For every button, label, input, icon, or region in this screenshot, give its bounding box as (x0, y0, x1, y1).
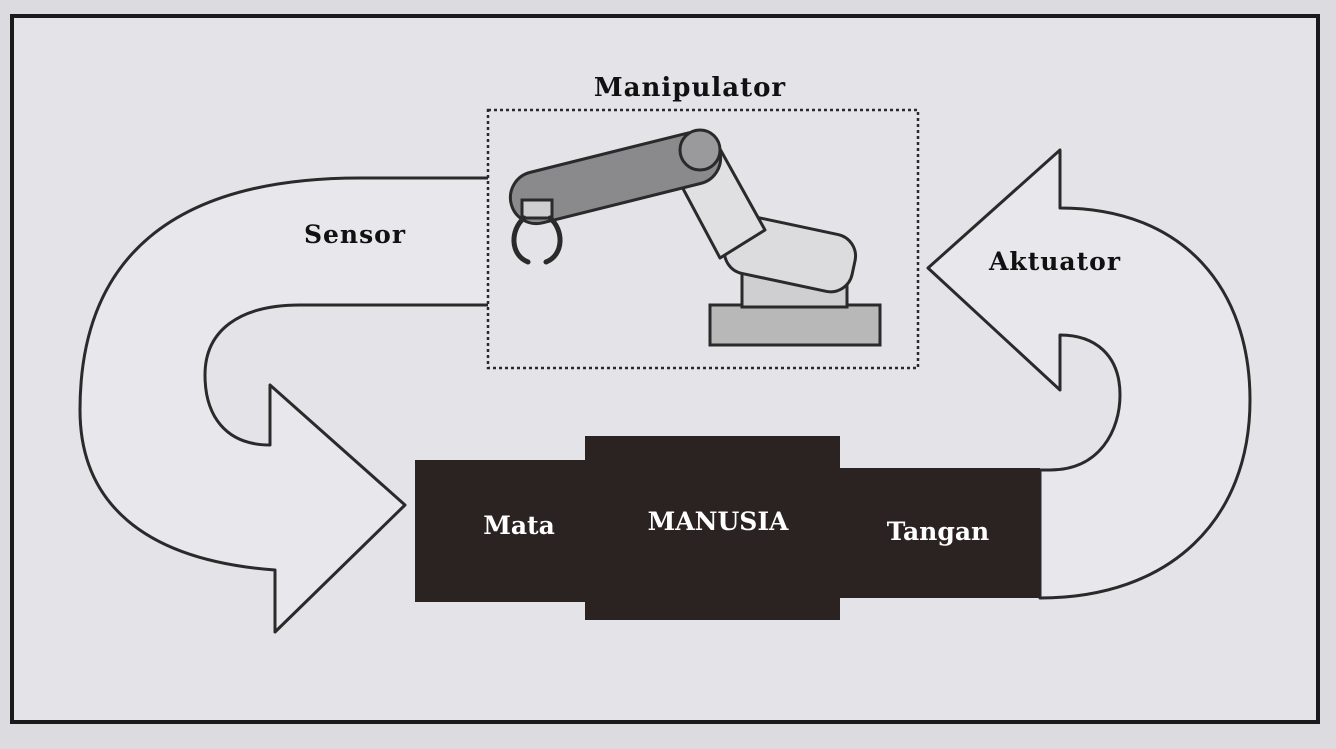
sensor-label: Sensor (304, 220, 406, 249)
robot-arm-icon (508, 128, 882, 347)
manusia-label: MANUSIA (648, 507, 789, 536)
mata-block (415, 460, 605, 602)
robot-base-plate (708, 303, 882, 347)
manusia-center-block (585, 436, 840, 620)
aktuator-label: Aktuator (988, 247, 1121, 276)
manusia-block (415, 436, 1040, 620)
tangan-block (820, 468, 1040, 598)
robot-elbow-joint (678, 128, 722, 172)
actuator-arrow (926, 148, 1252, 600)
robot-gripper-icon (511, 215, 563, 265)
manipulator-label: Manipulator (594, 73, 786, 103)
sensor-arrow (78, 176, 492, 634)
robot-wrist (520, 198, 554, 220)
tangan-label: Tangan (887, 517, 989, 546)
mata-label: Mata (483, 511, 555, 540)
